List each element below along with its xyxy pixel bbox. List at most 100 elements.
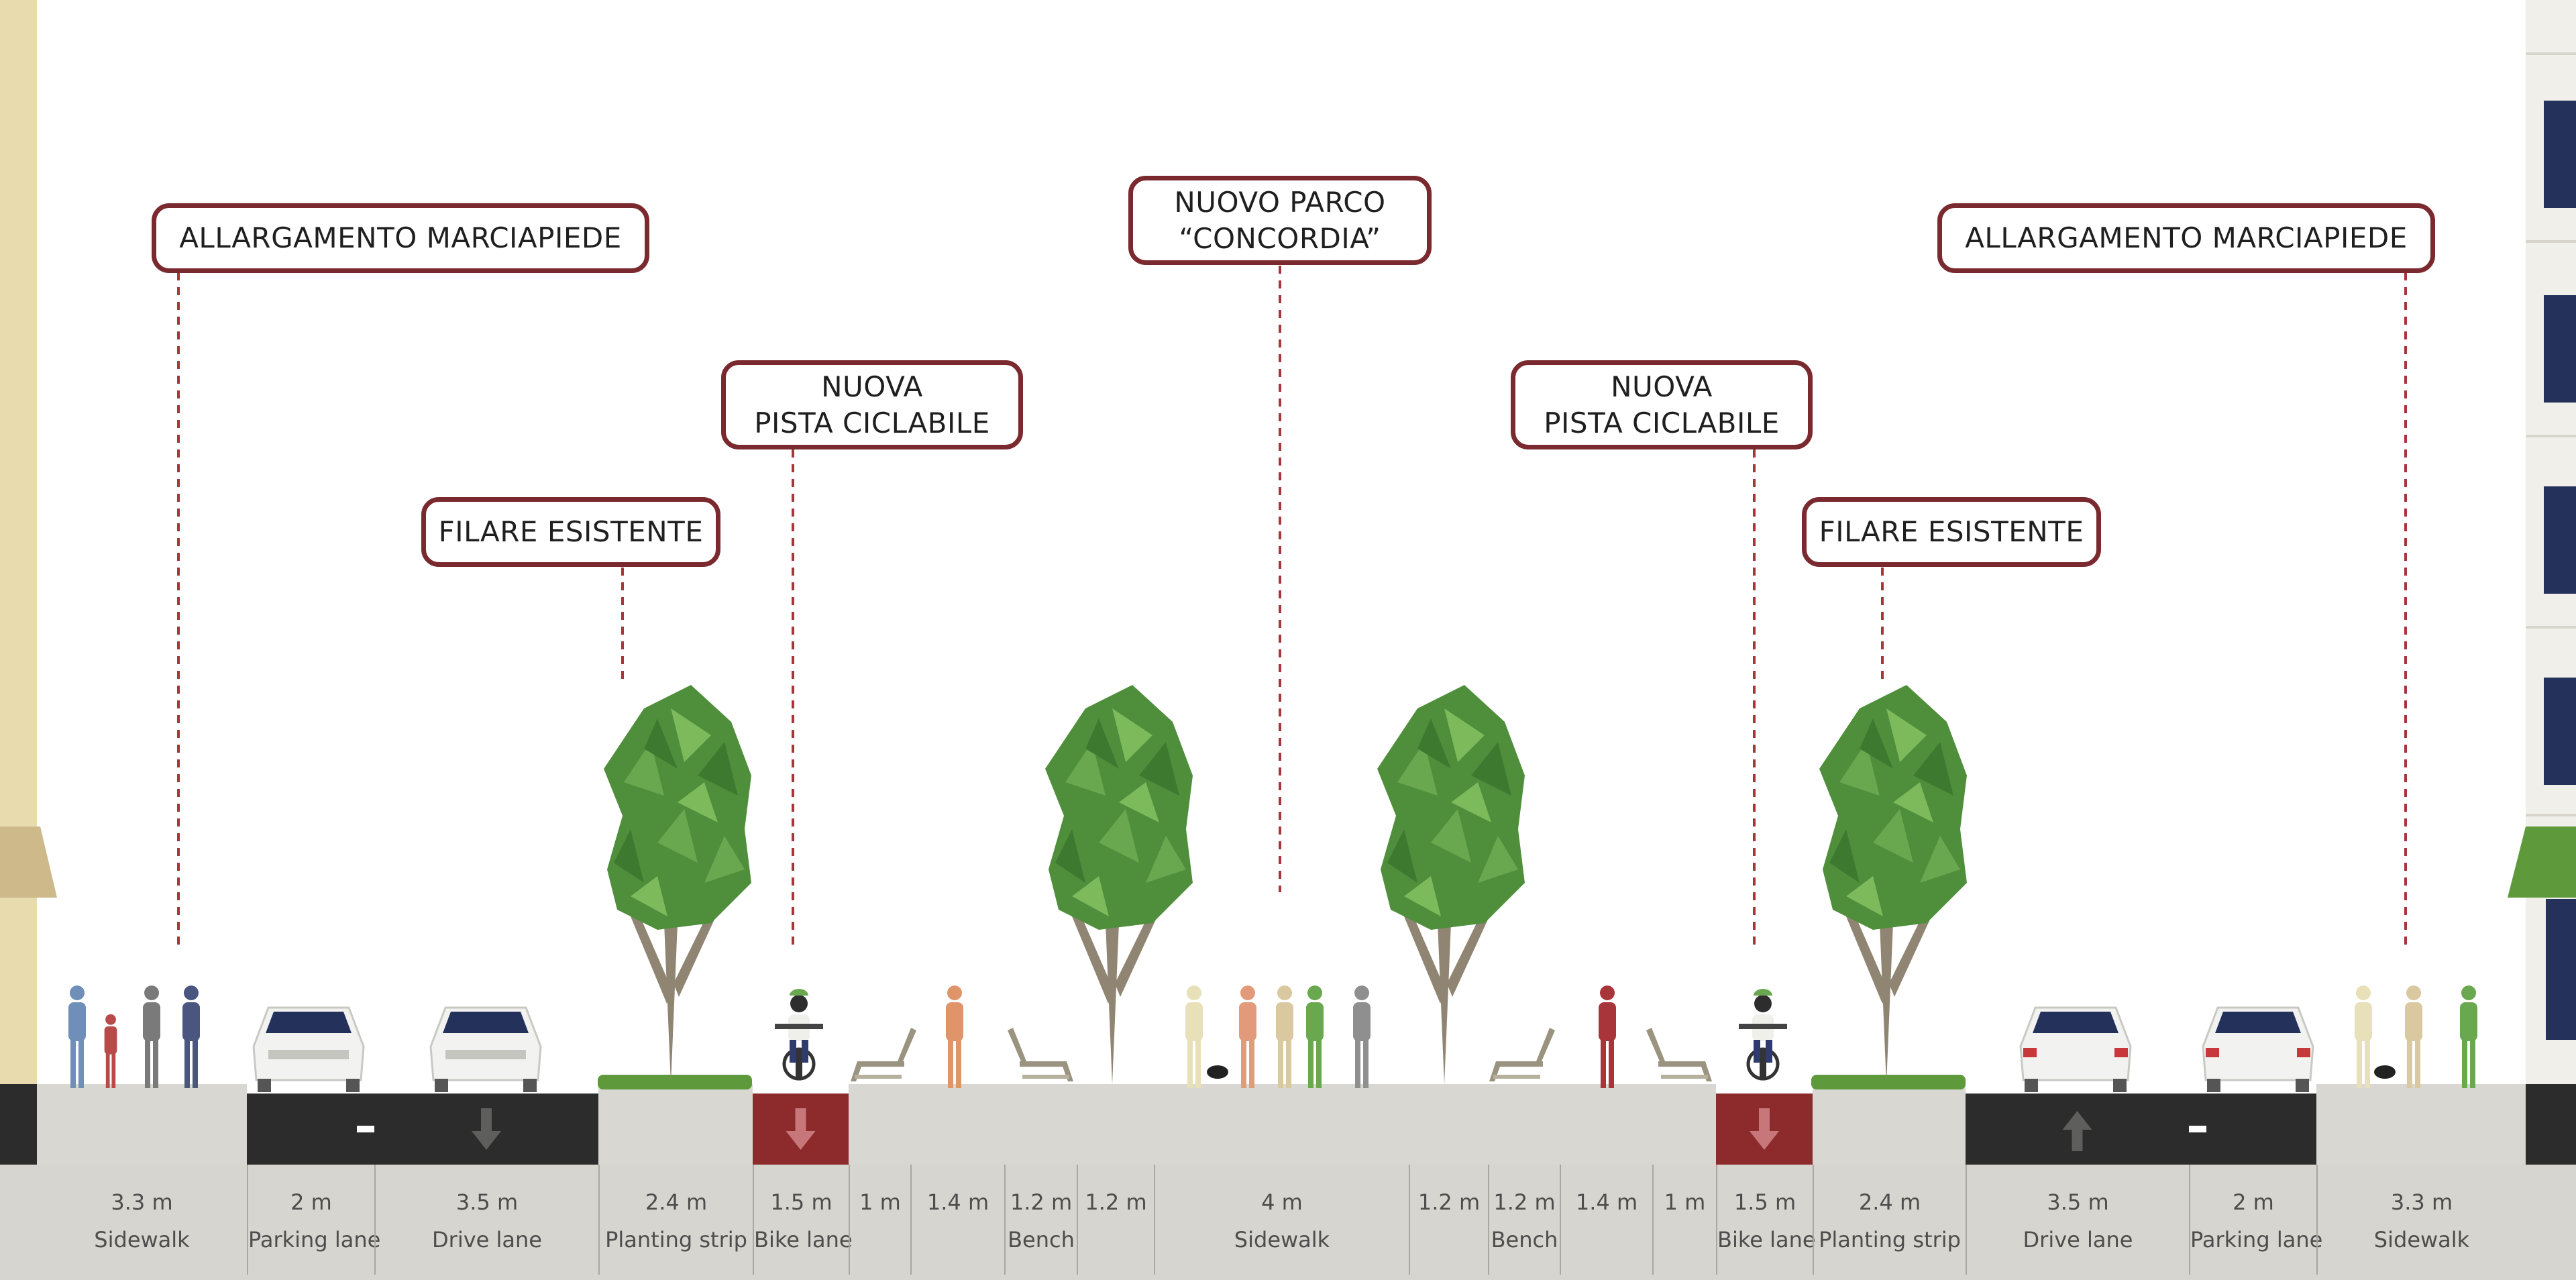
lane-surface (1154, 1084, 1409, 1165)
lane-surface (2189, 1094, 2316, 1165)
segment-width: 1.2 m (1010, 1189, 1073, 1215)
right-building-cornices (2526, 52, 2576, 816)
callout-line: FILARE ESISTENTE (438, 515, 704, 548)
segment-name: Parking lane (2190, 1227, 2323, 1252)
segment-label: 1.2 m Bench (1488, 1165, 1560, 1275)
parking-marker (357, 1126, 374, 1132)
segment-width: 1.5 m (1733, 1189, 1796, 1215)
segment-label: 1.5 m Bike lane (753, 1165, 853, 1275)
bench (1008, 1028, 1073, 1081)
callout-line: ALLARGAMENTO MARCIAPIEDE (179, 221, 622, 254)
segment-width: 2 m (290, 1189, 332, 1215)
lane-surface (1813, 1084, 1966, 1165)
right-awning (2508, 826, 2576, 898)
cyclist (1739, 989, 1787, 1079)
callout-line: PISTA CICLABILE (754, 406, 990, 439)
parking-marker (2189, 1126, 2206, 1132)
callout-line: NUOVO PARCO (1174, 185, 1386, 219)
lane-surface (1560, 1084, 1652, 1165)
bench (1646, 1028, 1712, 1081)
segment-name: Drive lane (2023, 1227, 2133, 1252)
segment-width: 1 m (859, 1189, 901, 1215)
car (2202, 1006, 2314, 1094)
right-building-windows (2544, 101, 2576, 1040)
left-edge-band (0, 1084, 37, 1165)
lane-surface (1077, 1084, 1154, 1165)
tree (604, 685, 751, 1084)
segment-width: 1.2 m (1493, 1189, 1556, 1215)
left-building (0, 0, 37, 1084)
bench (851, 1028, 916, 1081)
segment-label: 1.4 m (1560, 1165, 1652, 1275)
lane-surface (1004, 1084, 1077, 1165)
left-awning (0, 826, 57, 898)
arrow-up-icon (2062, 1111, 2092, 1151)
segment-name: Bike lane (1717, 1227, 1816, 1252)
segment-label: 2.4 m Planting strip (598, 1165, 753, 1275)
car (2019, 1006, 2132, 1094)
callout-label: ALLARGAMENTO MARCIAPIEDE (1937, 203, 2435, 273)
segment-label: 3.3 m Sidewalk (37, 1165, 247, 1275)
segment-name: Sidewalk (94, 1227, 190, 1252)
segment-width: 3.5 m (455, 1189, 519, 1215)
arrow-down-icon (472, 1108, 501, 1150)
segment-name: Parking lane (248, 1227, 381, 1252)
segment-label: 4 m Sidewalk (1154, 1165, 1409, 1275)
pedestrians (68, 985, 2477, 1088)
segment-label: 1.2 m (1409, 1165, 1488, 1275)
lane-surface (910, 1084, 1004, 1165)
callout-line: NUOVA (821, 370, 923, 403)
lane-surface (2316, 1084, 2526, 1165)
callout-line: ALLARGAMENTO MARCIAPIEDE (1965, 221, 2408, 254)
segment-label: 1.2 m (1077, 1165, 1154, 1275)
callout-line: PISTA CICLABILE (1544, 406, 1780, 439)
callout-line: FILARE ESISTENTE (1819, 515, 2084, 548)
arrow-down-icon (786, 1108, 816, 1150)
segment-label: 2 m Parking lane (247, 1165, 381, 1275)
segment-width: 4 m (1261, 1189, 1303, 1215)
street-surface (37, 1084, 2526, 1165)
segment-name: Sidewalk (2373, 1227, 2470, 1252)
car (252, 1006, 365, 1094)
callout-line: NUOVA (1611, 370, 1713, 403)
car (429, 1006, 542, 1094)
segment-label: 1.2 m Bench (1004, 1165, 1077, 1275)
segment-width: 1.4 m (1575, 1189, 1638, 1215)
bench (1489, 1028, 1555, 1081)
segment-name: Bench (1008, 1227, 1075, 1252)
segment-width: 1 m (1664, 1189, 1706, 1215)
callout-label: NUOVO PARCO“CONCORDIA” (1128, 176, 1432, 265)
segment-name: Planting strip (605, 1227, 747, 1252)
tree (1377, 685, 1525, 1084)
segment-width: 3.3 m (111, 1189, 173, 1215)
lane-surface (849, 1084, 910, 1165)
planting-grass-right (1811, 1075, 1966, 1089)
lane-surface (247, 1094, 374, 1165)
segment-width: 2.4 m (645, 1189, 708, 1215)
right-edge-band (2526, 1084, 2576, 1165)
planting-grass-left (598, 1075, 752, 1089)
segment-label: 2 m Parking lane (2189, 1165, 2323, 1275)
segment-width: 3.5 m (2047, 1189, 2109, 1215)
segment-width: 1.5 m (770, 1189, 833, 1215)
segment-name: Sidewalk (1234, 1227, 1330, 1252)
segment-name: Bike lane (754, 1227, 853, 1252)
segment-label: 1.4 m (910, 1165, 1004, 1275)
segment-name: Planting strip (1819, 1227, 1961, 1252)
segment-label: 1.5 m Bike lane (1716, 1165, 1816, 1275)
segment-label: 3.3 m Sidewalk (2316, 1165, 2526, 1275)
segment-width: 2 m (2233, 1189, 2274, 1215)
callout-line: “CONCORDIA” (1179, 221, 1381, 255)
segment-name: Bench (1491, 1227, 1558, 1252)
tree (1045, 685, 1193, 1084)
lane-surface (37, 1084, 247, 1165)
segment-label: 1 m (1652, 1165, 1716, 1275)
label-band (0, 1165, 2576, 1280)
callout-label: FILARE ESISTENTE (421, 497, 720, 567)
segment-width: 3.3 m (2390, 1189, 2453, 1215)
lane-surface (1488, 1084, 1560, 1165)
